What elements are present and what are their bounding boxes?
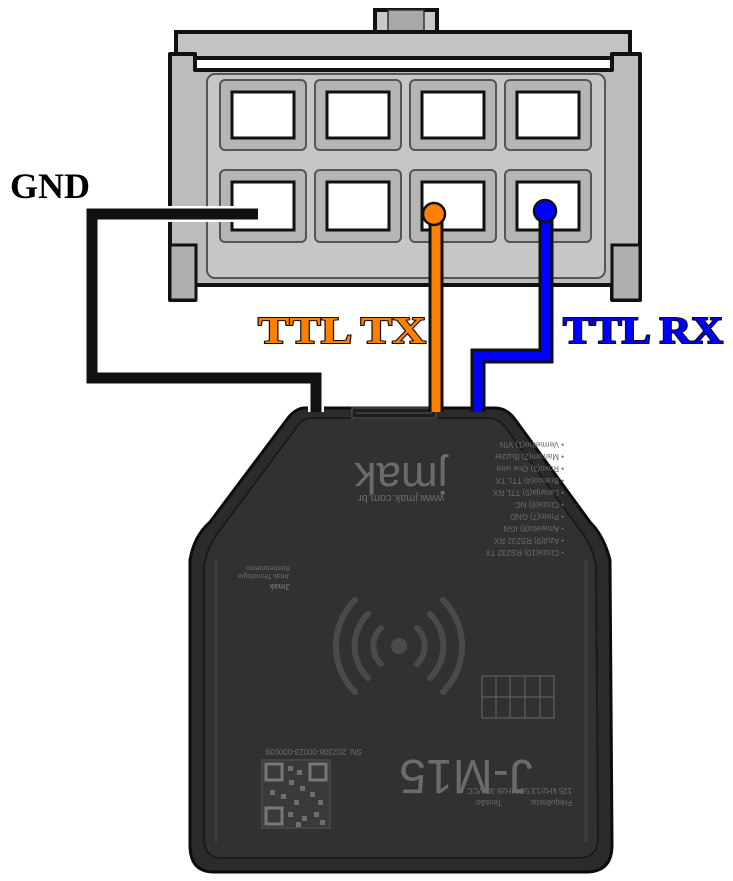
gnd-label: GND xyxy=(10,166,90,206)
connector-housing xyxy=(168,8,642,302)
pin-cell xyxy=(314,169,402,243)
pinout-line: • Preto(7) GND xyxy=(510,512,564,521)
maker-logo: Jmak xyxy=(269,582,290,591)
pinout-line: • Marrom(2) Buzzer xyxy=(494,452,564,461)
pinout-line: • Amarelo(8) IGN xyxy=(503,524,564,533)
ttl-tx-label: TTL TX xyxy=(258,310,426,352)
gnd-wire xyxy=(84,206,324,412)
frequency-label: Frequência: xyxy=(530,798,572,807)
pin-cell xyxy=(314,79,402,151)
pin-cell xyxy=(504,79,592,151)
connector-pins xyxy=(219,79,592,243)
pinout-line: • Roxo(3) One wire xyxy=(496,464,564,473)
pin-cell xyxy=(409,169,497,243)
device-model: J-M15 xyxy=(399,749,532,802)
rx-pin-dot xyxy=(532,198,558,224)
pinout-line: • Branco(4) TTL TX xyxy=(495,476,564,485)
pin-cell xyxy=(219,79,307,151)
qr-code xyxy=(261,759,331,829)
pinout-line: • Azul(9) RS232 RX xyxy=(493,536,564,545)
voltage-value: 8-30 VCC xyxy=(467,786,502,795)
pinout-line: • Cinza(6) NC xyxy=(515,500,564,509)
frequency-value: 125 kHz/13.56 MHz xyxy=(502,786,572,795)
device-printing: www.jmak.com.br jmak • Cinza(10) RS232 T… xyxy=(354,440,564,557)
ttl-rx-label: TTL RX xyxy=(563,310,723,352)
pin-cell xyxy=(409,79,497,151)
rx-wire xyxy=(470,198,558,412)
pinout-line: • Laranja(5) TTL RX xyxy=(493,488,564,497)
voltage-label: Tensão: xyxy=(474,798,502,807)
pinout-line: • Vermelho(1) VIN xyxy=(500,440,564,449)
tx-wire xyxy=(421,201,447,412)
pinout-line: • Cinza(10) RS232 TX xyxy=(485,548,564,557)
pin-number-grid xyxy=(481,675,555,719)
maker-line1: Jmak Tecnologia xyxy=(238,572,290,579)
serial-number: SN: 202308-00023-000039 xyxy=(265,747,362,756)
device-brand: jmak xyxy=(354,453,450,502)
tx-pin-dot xyxy=(421,201,447,227)
rfid-icon xyxy=(332,597,466,695)
device-website: www.jmak.com.br xyxy=(358,492,446,504)
maker-line2: Rastreamento xyxy=(246,564,290,571)
device-body xyxy=(188,406,614,874)
device-specs: J-M15 Frequência: 125 kHz/13.56 MHz Tens… xyxy=(238,564,572,807)
